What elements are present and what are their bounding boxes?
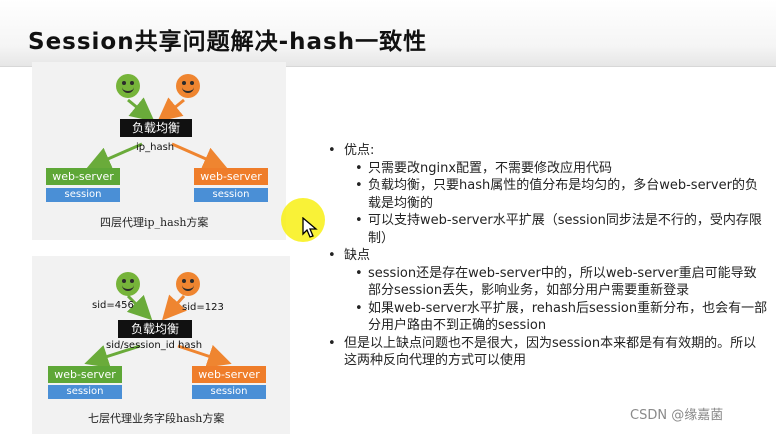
sid-label-left: sid=456 — [92, 300, 134, 311]
watermark: CSDN @缘嘉菌 — [630, 408, 724, 423]
session-right: session — [192, 385, 266, 399]
web-server-left: web-server — [46, 168, 120, 185]
load-balancer-box: 负载均衡 — [118, 320, 192, 338]
bullet-icon: • — [355, 178, 363, 193]
arrow-lb-to-left-server — [86, 142, 143, 170]
web-server-right: web-server — [192, 366, 266, 383]
arrow-lb-to-right-server — [177, 344, 232, 368]
session-left: session — [48, 385, 122, 399]
bullet-icon: • — [328, 248, 336, 263]
diagram2-arrows — [84, 294, 232, 368]
diagram1-arrows — [86, 97, 228, 170]
web-server-right: web-server — [194, 168, 268, 185]
arrow-user-right-to-lb — [161, 294, 187, 321]
mouse-pointer-icon — [302, 217, 318, 238]
pros-item: • 负载均衡，只要hash属性的值分布是均匀的，多台web-server的负载是… — [355, 178, 758, 211]
cons-heading: 缺点 — [344, 248, 371, 263]
ip-hash-diagram: 负载均衡 ip_hash web-server session web-serv… — [32, 62, 286, 240]
title-bar: Session共享问题解决-hash一致性 — [0, 0, 776, 67]
bullet-icon: • — [328, 335, 336, 351]
user-face-icon — [176, 272, 200, 296]
pros-item: • 只需要改nginx配置，不需要修改应用代码 — [355, 160, 613, 176]
pros-heading: 优点: — [344, 143, 375, 158]
hash-method-label: sid/session_id hash — [106, 340, 203, 351]
web-server-left: web-server — [48, 366, 122, 383]
session-left: session — [46, 188, 120, 202]
hash-method-label: ip_hash — [136, 142, 175, 153]
arrow-user-right-to-lb — [157, 97, 185, 122]
user-face-icon — [176, 74, 200, 98]
arrow-lb-to-right-server — [171, 142, 228, 170]
pros-heading-item: • 优点: — [328, 142, 768, 160]
conclusion-item: • 但是以上缺点问题也不是很大，因为session本来都是有有效期的。所以这两种… — [328, 335, 757, 369]
slide-title: Session共享问题解决-hash一致性 — [28, 29, 428, 55]
bullet-icon: • — [328, 143, 336, 158]
load-balancer-box: 负载均衡 — [120, 119, 192, 137]
user-face-icon — [116, 74, 140, 98]
bullet-icon: • — [355, 160, 363, 176]
bullet-icon: • — [355, 265, 363, 281]
cons-item: • 如果web-server水平扩展，rehash后session重新分布，也会… — [355, 300, 768, 334]
cons-heading-item: • 缺点 — [328, 247, 768, 265]
sid-label-right: sid=123 — [182, 302, 224, 313]
bullet-icon: • — [355, 300, 363, 316]
arrow-user-left-to-lb — [126, 294, 153, 321]
arrow-lb-to-left-server — [84, 344, 141, 368]
pros-item: • 可以支持web-server水平扩展（session同步法是不行的，受内存限… — [355, 213, 762, 246]
arrow-user-left-to-lb — [127, 97, 155, 122]
field-hash-diagram: sid=456 sid=123 负载均衡 sid/session_id hash… — [32, 256, 290, 434]
diagram-caption: 七层代理业务字段hash方案 — [88, 412, 225, 425]
bullet-icon: • — [355, 213, 363, 228]
diagram-caption: 四层代理ip_hash方案 — [100, 216, 209, 229]
user-face-icon — [116, 272, 140, 296]
cons-item: • session还是存在web-server中的，所以web-server重启… — [355, 265, 757, 299]
bullet-content: • 优点: • 只需要改nginx配置，不需要修改应用代码 • 负载均衡，只要h… — [328, 142, 768, 370]
session-right: session — [194, 188, 268, 202]
